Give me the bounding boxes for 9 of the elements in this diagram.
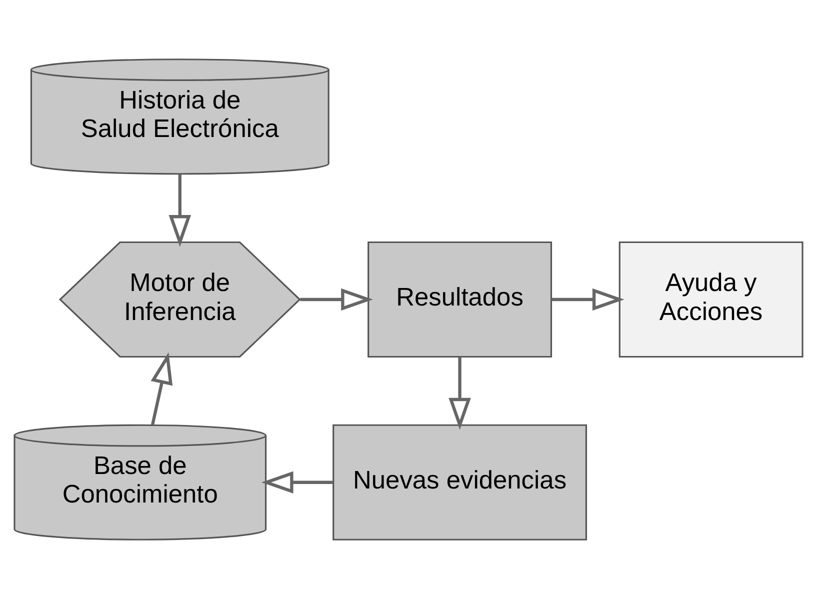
node-box: Ayuda y Acciones [618, 240, 804, 358]
node-box: Resultados [368, 240, 552, 358]
arrow [448, 356, 471, 430]
arrow [168, 174, 192, 246]
arrow [261, 470, 333, 494]
arrow [300, 288, 373, 310]
arrow [150, 352, 173, 425]
node-box: Nuevas evidencias [332, 424, 588, 540]
arrow [552, 288, 624, 310]
